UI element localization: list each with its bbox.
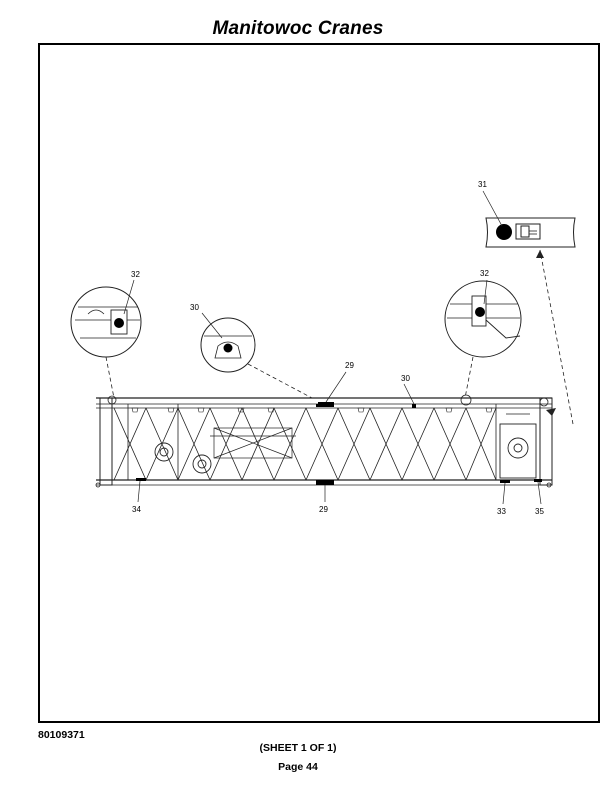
page-title: Manitowoc Cranes — [212, 18, 384, 39]
decal-31 — [496, 224, 512, 240]
callout-30-boom: 30 — [401, 374, 410, 383]
callout-35: 35 — [535, 507, 544, 516]
callout-33: 33 — [497, 507, 506, 516]
detail-31 — [482, 190, 576, 248]
callout-31: 31 — [478, 180, 487, 189]
decal-34 — [136, 478, 146, 481]
boom-section — [95, 394, 553, 488]
detail-32-right — [444, 279, 522, 358]
boom-decals — [136, 402, 542, 485]
detail-30 — [200, 312, 256, 373]
decal-33 — [500, 480, 510, 483]
page-number: Page 44 — [278, 761, 318, 773]
callout-34: 34 — [132, 505, 141, 514]
decal-29-bottom — [316, 480, 334, 485]
decal-30-detail — [223, 343, 233, 353]
detail-32-left — [70, 279, 142, 358]
decal-32-left — [114, 318, 124, 328]
callout-30-detail: 30 — [190, 303, 199, 312]
decal-32-right — [475, 307, 485, 317]
decal-29-top — [318, 402, 334, 407]
callout-29-top: 29 — [345, 361, 354, 370]
decal-30-boom — [412, 404, 416, 408]
decal-35 — [534, 479, 542, 482]
callout-32-left: 32 — [131, 270, 140, 279]
drawing-frame — [38, 43, 600, 723]
callout-leaders — [137, 371, 542, 505]
detail-leaders — [105, 249, 574, 425]
callout-32-right: 32 — [480, 269, 489, 278]
document-number: 80109371 — [38, 729, 85, 741]
sheet-label: (SHEET 1 OF 1) — [259, 742, 337, 754]
callout-29-bottom: 29 — [319, 505, 328, 514]
